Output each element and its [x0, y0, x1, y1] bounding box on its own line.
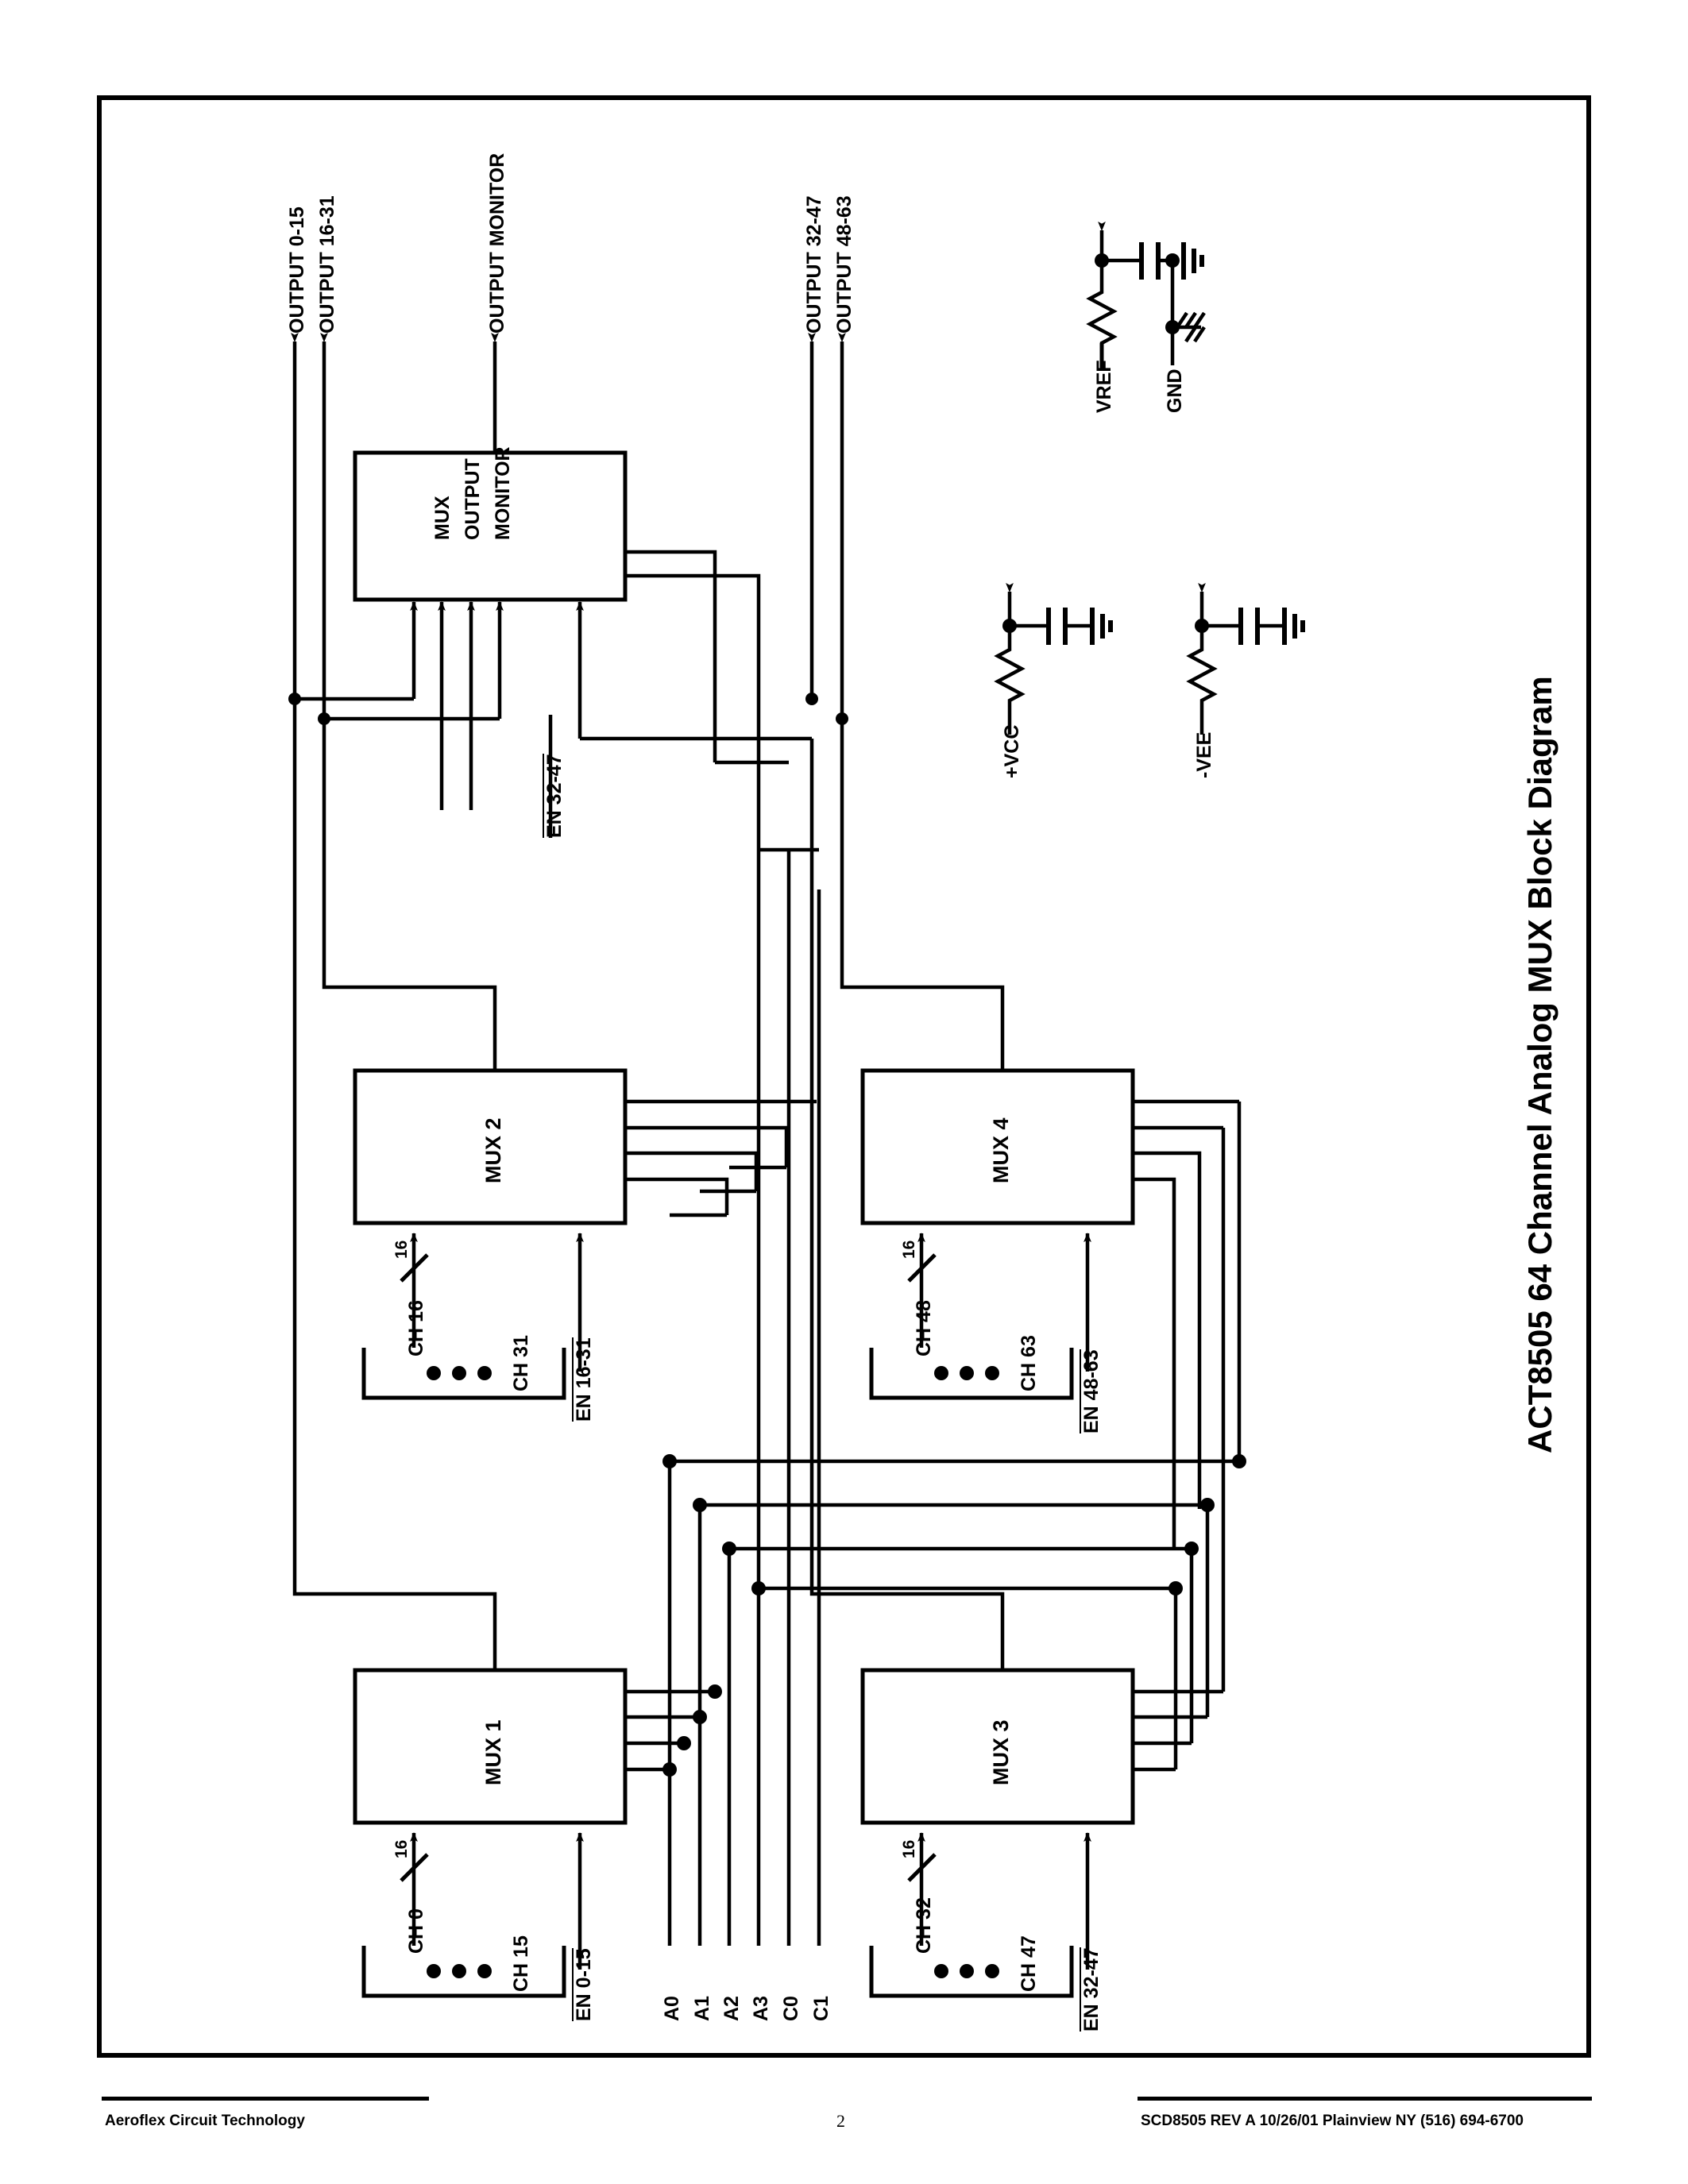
vcc-resistor [994, 626, 1026, 735]
label-control-a1: A1 [691, 1996, 713, 2021]
ctrl-stub-mux4-3 [1133, 1151, 1202, 1509]
ctrl-stub-mux2-2 [625, 1125, 789, 1167]
wire-mux2-output [322, 719, 497, 1071]
bus-slash-mux4 [907, 1253, 937, 1283]
junction-dots [288, 693, 1246, 1777]
gnd-earth-hatch-1 [1184, 311, 1197, 329]
bracket-mux2-channels [361, 1348, 566, 1400]
wire-mux4-output [840, 719, 1005, 1071]
gnd-earth-hatch-4 [1184, 326, 1197, 343]
wire-mux1-output [292, 699, 497, 1670]
block-label-mux-4: MUX 4 [989, 1117, 1013, 1183]
bracket-mux4-channels [869, 1348, 1074, 1400]
power-junction-dots [1002, 253, 1209, 633]
vee-network [1186, 583, 1305, 735]
ctrl-stub-mux4-4 [1133, 1177, 1176, 1549]
page-border [97, 95, 1591, 2058]
label-enable-mux-2: EN 16-31 [572, 1337, 595, 1422]
bus-width-mux-1: 16 [392, 1839, 411, 1858]
label-ch-last-mux-3: CH 47 [1018, 1935, 1040, 1992]
page-title: ACT8505 64 Channel Analog MUX Block Diag… [1521, 676, 1559, 1453]
label-output-48-63: OUTPUT 48-63 [833, 195, 856, 334]
label-control-a0: A0 [661, 1996, 683, 2021]
block-label-monitor-line3: MONITOR [492, 446, 514, 540]
label-enable-mux-4: EN 48-63 [1080, 1349, 1103, 1433]
ctrl-stub-mux2-4 [625, 1177, 729, 1215]
block-label-mux-2: MUX 2 [481, 1117, 505, 1183]
wire-mux3-output [809, 739, 1005, 1670]
wire-monitor-pin-b [625, 573, 761, 762]
label-gnd: GND [1164, 369, 1186, 413]
label-vref: VREF [1093, 360, 1115, 413]
label-ch-first-mux-3: CH 32 [913, 1897, 935, 1954]
label-vee: -VEE [1193, 731, 1215, 778]
label-control-c1: C1 [810, 1996, 832, 2021]
gnd-earth-hatch-2 [1193, 311, 1206, 329]
label-control-a3: A3 [750, 1996, 772, 2021]
label-output-16-31: OUTPUT 16-31 [316, 195, 338, 334]
footer-company: Aeroflex Circuit Technology [105, 2113, 305, 2129]
label-ch-last-mux-1: CH 15 [510, 1935, 532, 1992]
bus-width-mux-3: 16 [900, 1839, 918, 1858]
bus-slash-mux1 [400, 1853, 429, 1882]
wire-monitor-pin-a [625, 550, 717, 762]
block-mux-4 [860, 1068, 1135, 1225]
vref-resistor [1086, 284, 1118, 369]
footer-rule-right [1138, 2097, 1592, 2101]
label-monitor-enable: EN 32-47 [543, 754, 566, 838]
label-output-32-47: OUTPUT 32-47 [803, 195, 825, 334]
vcc-network [994, 583, 1113, 735]
vee-resistor [1186, 626, 1218, 735]
block-label-mux-3: MUX 3 [989, 1719, 1013, 1785]
block-mux-2 [353, 1068, 628, 1225]
label-ch-first-mux-4: CH 48 [913, 1300, 935, 1356]
label-enable-mux-1: EN 0-15 [572, 1948, 595, 2021]
block-label-mux-1: MUX 1 [481, 1719, 505, 1785]
label-output-monitor: OUTPUT MONITOR [486, 152, 508, 334]
block-mux-1 [353, 1668, 628, 1825]
label-ch-first-mux-1: CH 0 [405, 1908, 427, 1954]
bracket-mux1-channels [361, 1946, 566, 1998]
ctrl-stub-mux2-3 [625, 1151, 759, 1191]
label-vcc: +VCC [1001, 724, 1023, 778]
block-mux-3 [860, 1668, 1135, 1825]
bus-width-mux-2: 16 [392, 1240, 411, 1259]
block-mux-output-monitor [353, 450, 628, 602]
footer-doc-ref: SCD8505 REV A 10/26/01 Plainview NY (516… [1141, 2113, 1524, 2129]
label-enable-mux-3: EN 32-47 [1080, 1947, 1103, 2032]
bus-width-mux-4: 16 [900, 1240, 918, 1259]
block-label-monitor-line2: OUTPUT [462, 458, 484, 540]
gnd-earth-hatch-5 [1193, 326, 1206, 343]
ellipsis-dots [427, 1366, 999, 1978]
footer-page-number: 2 [836, 2111, 845, 2131]
label-ch-last-mux-2: CH 31 [510, 1335, 532, 1391]
bracket-mux3-channels [869, 1946, 1074, 1998]
bus-slash-mux3 [907, 1853, 937, 1882]
footer-rule-left [102, 2097, 429, 2101]
label-output-0-15: OUTPUT 0-15 [286, 206, 308, 334]
label-ch-first-mux-2: CH 16 [405, 1300, 427, 1356]
bus-slash-mux2 [400, 1253, 429, 1283]
label-control-c0: C0 [780, 1996, 802, 2021]
block-label-monitor-line1: MUX [431, 496, 454, 540]
label-control-a2: A2 [720, 1996, 743, 2021]
label-ch-last-mux-4: CH 63 [1018, 1335, 1040, 1391]
